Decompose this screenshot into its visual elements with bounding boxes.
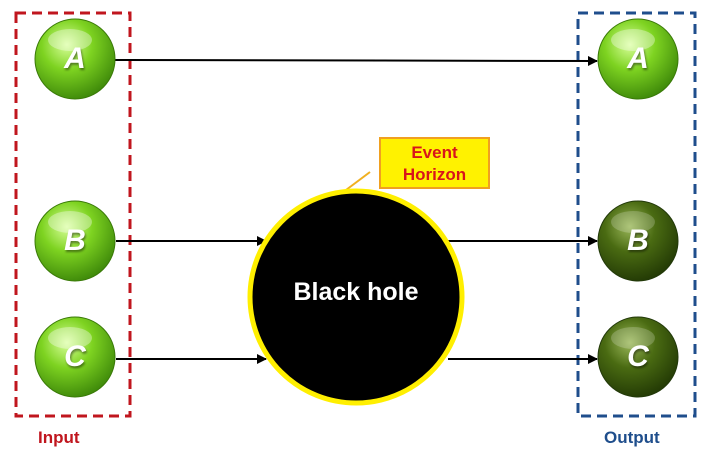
input-node-b-label: B <box>64 224 86 257</box>
input-node-c <box>34 316 116 398</box>
output-node-b-label: B <box>627 224 649 257</box>
output-node-a-label: A <box>627 42 649 75</box>
output-group-label: Output <box>604 428 660 447</box>
arrow-a-through <box>114 55 598 66</box>
input-node-c-label: C <box>64 340 86 373</box>
input-group-box <box>14 11 132 418</box>
input-node-b <box>34 200 116 282</box>
event-horizon-line-2: Horizon <box>402 165 467 184</box>
event-horizon-line-1: Event <box>411 143 458 162</box>
input-group-label: Input <box>38 428 80 447</box>
black-hole <box>247 188 465 406</box>
input-node-a <box>34 18 116 100</box>
output-node-a <box>597 18 679 100</box>
input-node-a-label: A <box>64 42 86 75</box>
output-node-c-label: C <box>627 340 649 373</box>
output-group-box <box>576 11 697 418</box>
output-node-c <box>597 316 679 398</box>
event-horizon-callout: Event Horizon <box>379 137 490 189</box>
output-node-b <box>597 200 679 282</box>
black-hole-label: Black hole <box>293 278 419 306</box>
